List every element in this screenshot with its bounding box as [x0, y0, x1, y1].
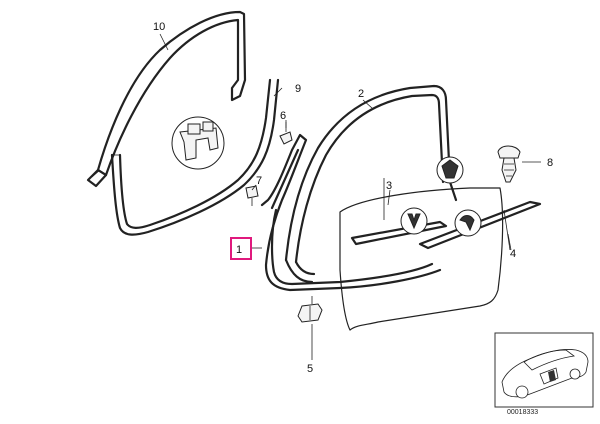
- car-overview-thumbnail: [494, 332, 594, 408]
- door-frame-seal-part-9: [110, 78, 280, 236]
- callout-8: 8: [547, 157, 553, 169]
- outer-belt-molding-part-4: [418, 200, 542, 251]
- leader-lines: [159, 33, 541, 360]
- reference-number: 00018333: [507, 409, 538, 416]
- door-panel: [339, 187, 504, 331]
- window-frame-seal-part-10: [86, 10, 247, 188]
- callout-7: 7: [256, 175, 262, 187]
- push-pin-part-7: [245, 185, 259, 206]
- door-seal-part-2: [284, 84, 458, 284]
- callout-6: 6: [280, 110, 286, 122]
- belt-strip-part-3: [350, 178, 448, 246]
- callout-4: 4: [510, 248, 516, 260]
- door-opening-seal-part-1: [260, 133, 442, 292]
- callout-1-highlight[interactable]: 1: [230, 237, 252, 260]
- callout-10: 10: [153, 21, 165, 33]
- callout-2: 2: [358, 88, 364, 100]
- bracket-part-5: [297, 296, 323, 323]
- callout-labels: 10 9 2 6 8 7 3 4 5: [153, 21, 553, 375]
- rivet-part-8: [497, 145, 521, 183]
- callout-3: 3: [386, 180, 392, 192]
- callout-5: 5: [307, 363, 313, 375]
- detail-magnifier: [171, 116, 225, 170]
- callout-9: 9: [295, 83, 301, 95]
- callout-1: 1: [236, 244, 242, 256]
- detail-circles: [400, 156, 482, 237]
